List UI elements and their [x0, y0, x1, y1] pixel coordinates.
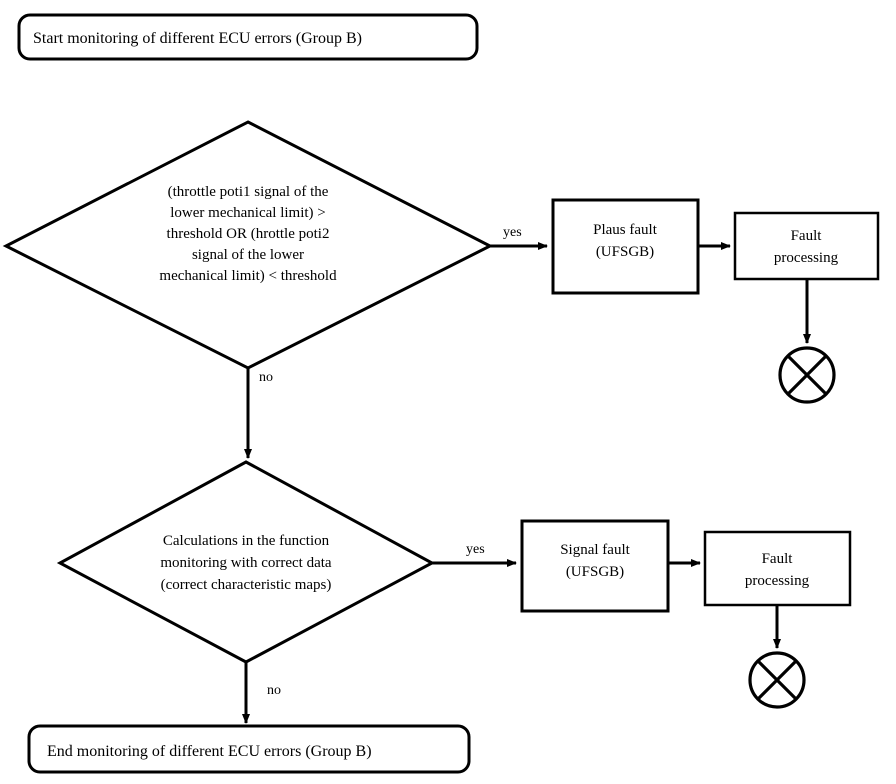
plaus-fault-line2: (UFSGB)	[596, 244, 654, 260]
fault-processing-2-line2: processing	[745, 573, 810, 589]
end-terminal-label: End monitoring of different ECU errors (…	[47, 743, 372, 760]
decision-calculations-function-monitoring[interactable]: Calculations in the function monitoring …	[56, 460, 436, 664]
fault-processing-2-line1: Fault	[762, 551, 794, 567]
decision2-no-label: no	[267, 683, 281, 698]
terminator-1-x-stroke-b	[786, 354, 828, 396]
decision-throttle-poti-threshold[interactable]: (throttle poti1 signal of the lower mech…	[2, 120, 494, 370]
end-terminal[interactable]: End monitoring of different ECU errors (…	[27, 724, 471, 774]
process-signal-fault[interactable]: Signal fault (UFSGB)	[520, 519, 670, 613]
decision1-line5: mechanical limit) < threshold	[159, 268, 337, 284]
decision1-line2: lower mechanical limit) >	[170, 205, 326, 221]
decision2-yes-label: yes	[466, 542, 485, 557]
decision1-shape	[2, 120, 494, 370]
decision2-line2: monitoring with correct data	[160, 555, 332, 571]
start-terminal-shape	[17, 13, 479, 61]
fault-processing-2-shape	[703, 530, 852, 607]
decision2-line3: (correct characteristic maps)	[161, 577, 332, 593]
decision2-line1: Calculations in the function	[163, 533, 330, 549]
process-fault-processing-2[interactable]: Fault processing	[703, 530, 852, 607]
decision1-line4: signal of the lower	[192, 247, 304, 263]
decision1-line1: (throttle poti1 signal of the	[168, 184, 329, 200]
start-terminal[interactable]: Start monitoring of different ECU errors…	[17, 13, 479, 61]
plaus-fault-shape	[551, 198, 700, 295]
decision1-yes-label: yes	[503, 225, 522, 240]
signal-fault-line1: Signal fault	[560, 542, 630, 558]
signal-fault-shape	[520, 519, 670, 613]
fault-processing-1-line1: Fault	[791, 228, 823, 244]
fault-processing-1-shape	[733, 211, 880, 281]
end-terminal-shape	[27, 724, 471, 774]
decision1-no-label: no	[259, 370, 273, 385]
process-fault-processing-1[interactable]: Fault processing	[733, 211, 880, 281]
signal-fault-line2: (UFSGB)	[566, 564, 624, 580]
terminator-2-x-stroke-b	[756, 659, 798, 701]
process-plaus-fault[interactable]: Plaus fault (UFSGB)	[551, 198, 700, 295]
terminator-circle-x-2[interactable]	[748, 651, 806, 709]
start-terminal-label: Start monitoring of different ECU errors…	[33, 30, 362, 47]
terminator-circle-x-1[interactable]	[778, 346, 836, 404]
decision1-line3: threshold OR (hrottle poti2	[167, 226, 330, 242]
plaus-fault-line1: Plaus fault	[593, 222, 658, 238]
fault-processing-1-line2: processing	[774, 250, 839, 266]
